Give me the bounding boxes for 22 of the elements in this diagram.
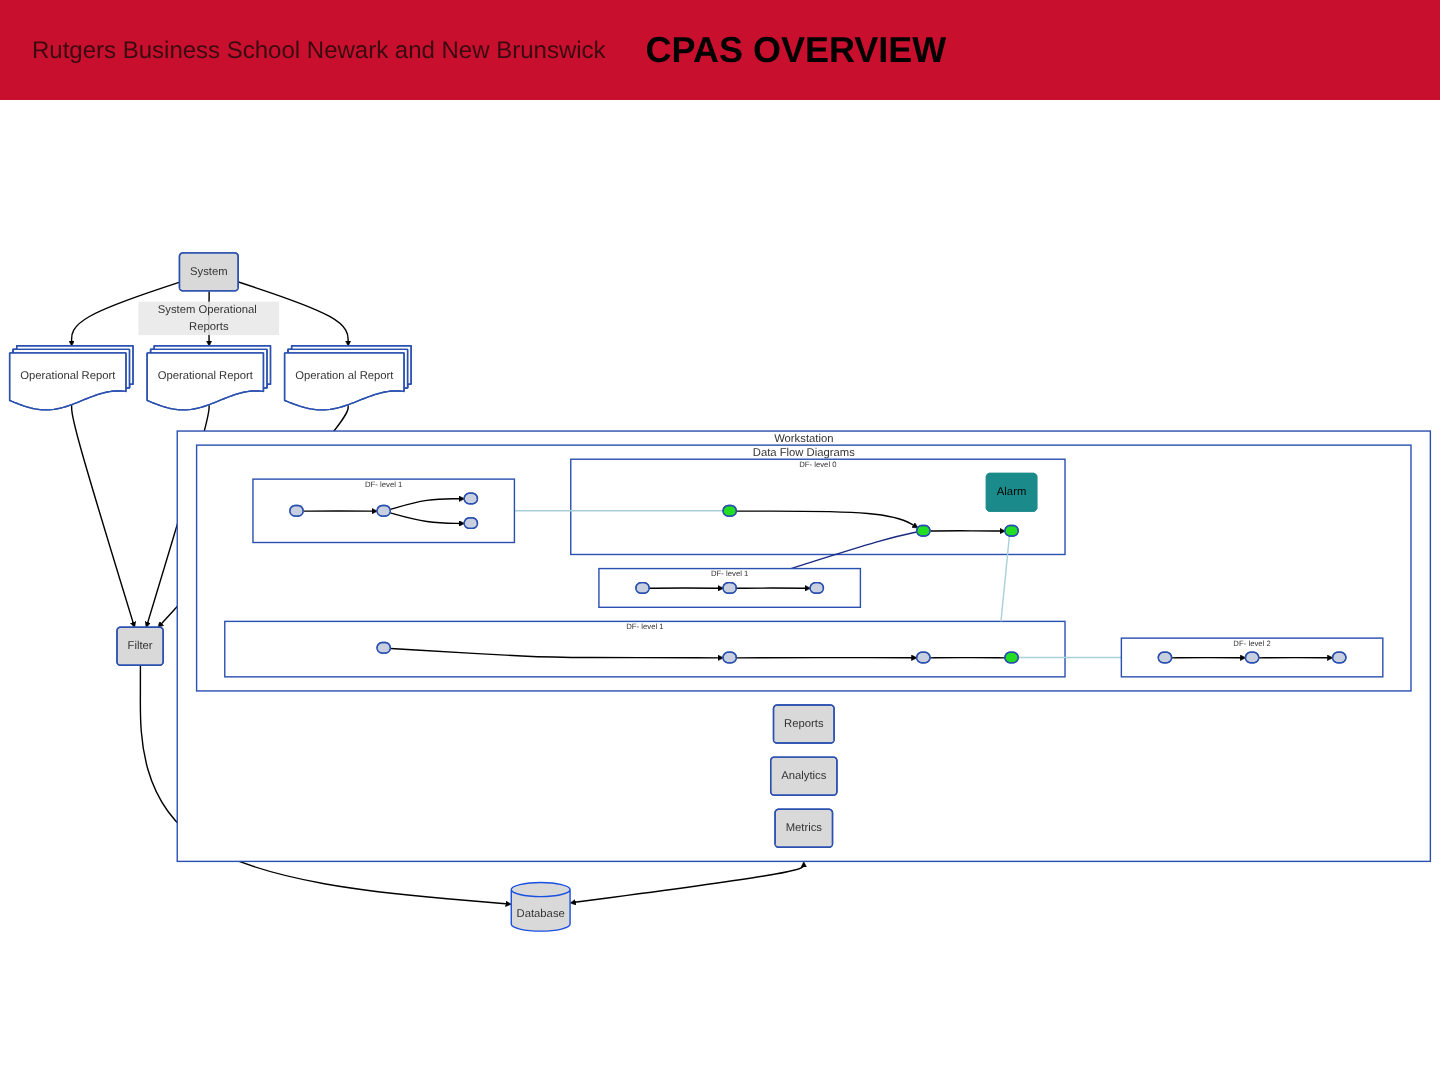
arrow xyxy=(302,508,378,515)
arrow xyxy=(648,585,724,592)
connector xyxy=(929,656,1007,659)
title: CPAS OVERVIEW xyxy=(645,29,947,71)
arrow xyxy=(389,647,724,661)
school-name: Rutgers Business School Newark and New Brunswick xyxy=(32,36,606,64)
arrow xyxy=(735,654,918,661)
arrow xyxy=(735,585,811,592)
arrow xyxy=(68,281,181,347)
connector xyxy=(1017,656,1123,659)
arrow xyxy=(389,495,465,511)
arrow xyxy=(735,510,919,529)
connector xyxy=(513,510,724,512)
arrow xyxy=(389,512,465,527)
arrow xyxy=(70,404,136,628)
arrow xyxy=(1171,654,1247,661)
connector xyxy=(790,531,918,570)
arrow xyxy=(569,861,807,906)
connector xyxy=(1000,535,1011,623)
arrow xyxy=(929,527,1006,535)
arrow xyxy=(1258,654,1334,661)
arrow xyxy=(237,281,352,347)
